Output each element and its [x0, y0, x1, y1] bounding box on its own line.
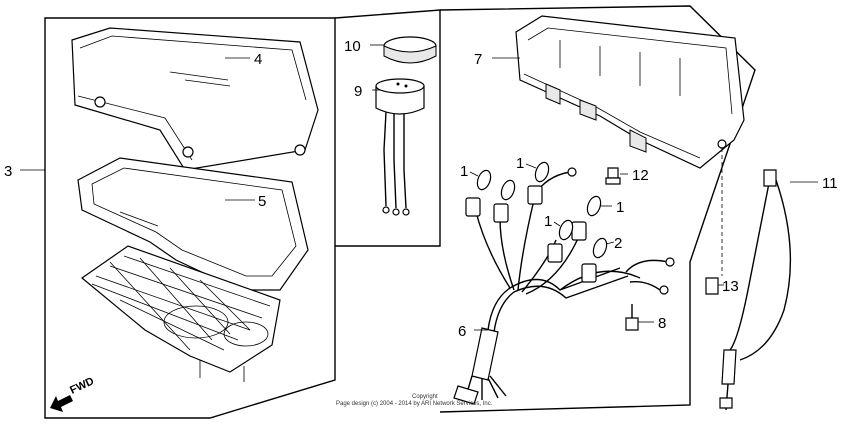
fwd-indicator: FWD [50, 375, 96, 412]
callout-5: 5 [258, 193, 266, 210]
meter-lens-frame [77, 157, 309, 291]
callout-lines [20, 44, 818, 331]
callout-1c: 1 [616, 199, 624, 216]
callout-9: 9 [354, 83, 362, 100]
speedometer-cable [719, 169, 792, 411]
callout-1a: 1 [460, 163, 468, 180]
meter-cover [71, 27, 319, 171]
screw-12 [605, 167, 621, 185]
callout-1d: 1 [544, 213, 552, 230]
bulb-gaskets [476, 161, 608, 259]
callout-1b: 1 [516, 155, 524, 172]
callout-2: 2 [614, 235, 622, 252]
bulb-socket [375, 78, 425, 216]
callout-6: 6 [458, 323, 466, 340]
fwd-label: FWD [68, 375, 96, 396]
callout-4: 4 [254, 51, 262, 68]
copyright-notice: Page design (c) 2004 - 2014 by ARI Netwo… [336, 401, 493, 407]
wire-harness [453, 167, 675, 405]
callout-13: 13 [722, 278, 739, 295]
center-box-border [334, 9, 441, 247]
socket-ring [383, 36, 437, 64]
meter-housing [515, 15, 745, 169]
callout-3: 3 [4, 163, 12, 180]
callout-10: 10 [344, 38, 361, 55]
meter-dial-panel [81, 245, 281, 382]
callout-11: 11 [822, 175, 838, 192]
callout-7: 7 [474, 51, 482, 68]
callout-12: 12 [632, 167, 649, 184]
callout-8: 8 [658, 315, 666, 332]
left-assembly-border [44, 17, 336, 419]
right-assembly-border [439, 5, 756, 413]
copyright-title: Copyright [412, 394, 438, 400]
fwd-arrow-icon [50, 395, 73, 412]
grommet-13 [705, 148, 723, 295]
bolt-8 [625, 304, 639, 331]
callout-numbers: 3 4 5 10 9 7 1 1 1 1 2 12 11 13 6 8 [4, 38, 838, 340]
